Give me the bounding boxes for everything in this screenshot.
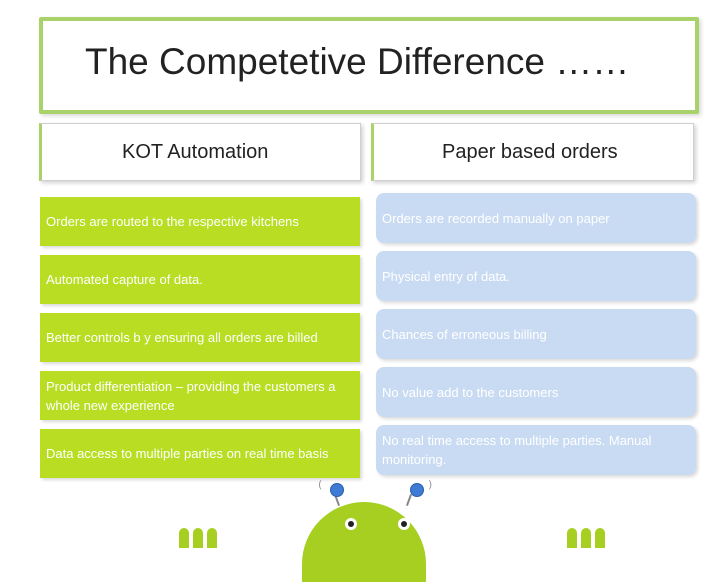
paper-item-1: Orders are recorded manually on paper xyxy=(376,193,696,243)
kot-item-text: Automated capture of data. xyxy=(46,272,203,287)
header-kot-automation-label: KOT Automation xyxy=(122,140,269,163)
kot-item-4: Product differentiation – providing the … xyxy=(40,371,360,420)
paper-item-text: No real time access to multiple parties.… xyxy=(382,433,652,467)
paper-item-5: No real time access to multiple parties.… xyxy=(376,425,696,475)
kot-item-5: Data access to multiple parties on real … xyxy=(40,429,360,478)
kot-item-3: Better controls b y ensuring all orders … xyxy=(40,313,360,362)
kot-item-text: Product differentiation – providing the … xyxy=(46,378,336,413)
paper-item-4: No value add to the customers xyxy=(376,367,696,417)
kot-item-text: Orders are routed to the respective kitc… xyxy=(46,214,299,229)
paper-item-text: Orders are recorded manually on paper xyxy=(382,210,610,226)
header-paper-based-orders: Paper based orders xyxy=(371,123,694,181)
slide-title: The Competetive Difference …… xyxy=(85,41,630,82)
paper-item-3: Chances of erroneous billing xyxy=(376,309,696,359)
kot-item-text: Better controls b y ensuring all orders … xyxy=(46,330,318,345)
paper-item-text: Chances of erroneous billing xyxy=(382,326,547,342)
title-box: The Competetive Difference …… xyxy=(39,17,699,114)
header-kot-automation: KOT Automation xyxy=(39,123,361,181)
paper-item-2: Physical entry of data. xyxy=(376,251,696,301)
kot-item-2: Automated capture of data. xyxy=(40,255,360,304)
kot-item-1: Orders are routed to the respective kitc… xyxy=(40,197,360,246)
header-paper-based-orders-label: Paper based orders xyxy=(442,140,618,163)
paper-item-text: No value add to the customers xyxy=(382,384,559,400)
kot-item-text: Data access to multiple parties on real … xyxy=(46,446,329,461)
paper-item-text: Physical entry of data. xyxy=(382,268,510,284)
